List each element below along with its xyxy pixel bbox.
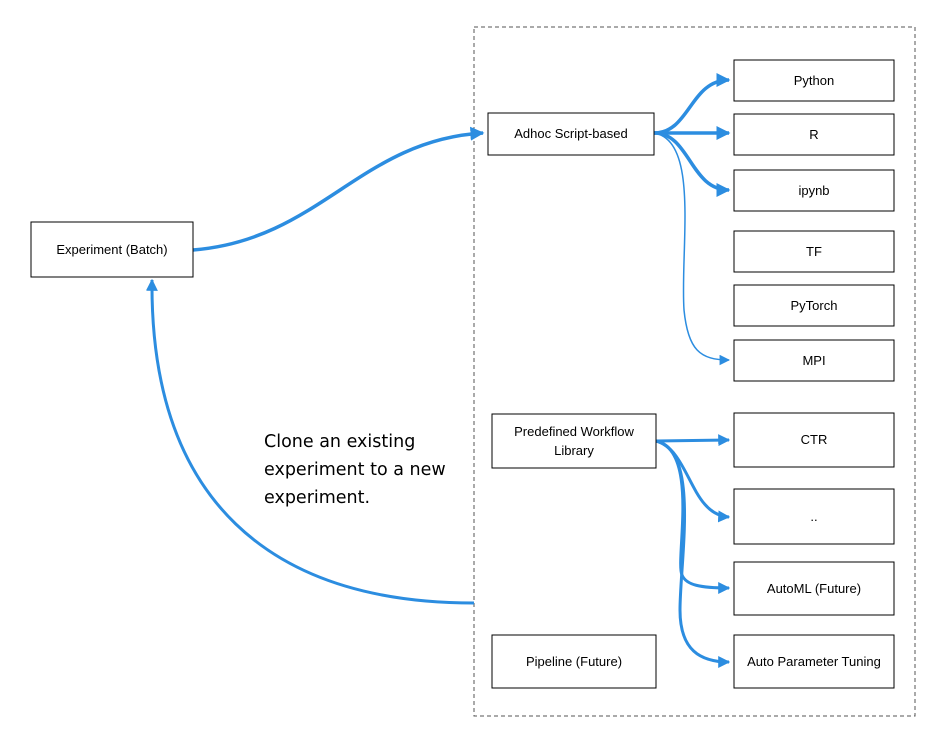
node-pytorch: PyTorch: [733, 284, 895, 327]
node-ipynb-label: ipynb: [798, 183, 829, 198]
node-dots: ..: [733, 488, 895, 545]
edge-predefined-to-dots: [655, 439, 731, 523]
edge-clone-to-experiment: [145, 278, 475, 605]
node-pytorch-label: PyTorch: [791, 298, 838, 313]
node-ipynb: ipynb: [733, 169, 895, 212]
node-dots-label: ..: [810, 509, 817, 524]
node-predefined-label-line1: Predefined Workflow: [514, 424, 634, 439]
edge-predefined-to-autoparam: [655, 439, 731, 668]
edge-experiment-to-adhoc: [192, 126, 485, 252]
node-adhoc-script-based: Adhoc Script-based: [487, 112, 655, 156]
node-autoparam-label: Auto Parameter Tuning: [747, 654, 881, 669]
options-container: [473, 26, 916, 717]
node-ctr: CTR: [733, 412, 895, 468]
node-mpi: MPI: [733, 339, 895, 382]
edge-adhoc-to-python: [653, 73, 731, 135]
node-python-label: Python: [794, 73, 834, 88]
node-tf: TF: [733, 230, 895, 273]
node-tf-label: TF: [806, 244, 822, 259]
node-python: Python: [733, 59, 895, 102]
node-predefined-label-line2: Library: [554, 443, 594, 458]
clone-caption: Clone an existing experiment to a new ex…: [264, 432, 446, 508]
node-pipeline-future: Pipeline (Future): [491, 634, 657, 689]
node-experiment-batch-label: Experiment (Batch): [56, 242, 167, 257]
node-predefined-workflow-library: Predefined Workflow Library: [491, 413, 657, 469]
node-r: R: [733, 113, 895, 156]
node-automl-label: AutoML (Future): [767, 581, 861, 596]
node-mpi-label: MPI: [802, 353, 825, 368]
clone-caption-line2: experiment to a new: [264, 460, 446, 480]
edge-adhoc-to-mpi: [653, 132, 731, 366]
edge-adhoc-to-ipynb: [653, 131, 731, 197]
node-ctr-label: CTR: [801, 432, 828, 447]
clone-caption-line3: experiment.: [264, 488, 370, 508]
node-auto-parameter-tuning: Auto Parameter Tuning: [733, 634, 895, 689]
node-automl-future: AutoML (Future): [733, 561, 895, 616]
node-r-label: R: [809, 127, 818, 142]
clone-caption-line1: Clone an existing: [264, 432, 415, 452]
node-experiment-batch: Experiment (Batch): [30, 221, 194, 278]
edge-predefined-to-ctr: [655, 434, 731, 447]
node-pipeline-label: Pipeline (Future): [526, 654, 622, 669]
node-adhoc-label: Adhoc Script-based: [514, 126, 627, 141]
